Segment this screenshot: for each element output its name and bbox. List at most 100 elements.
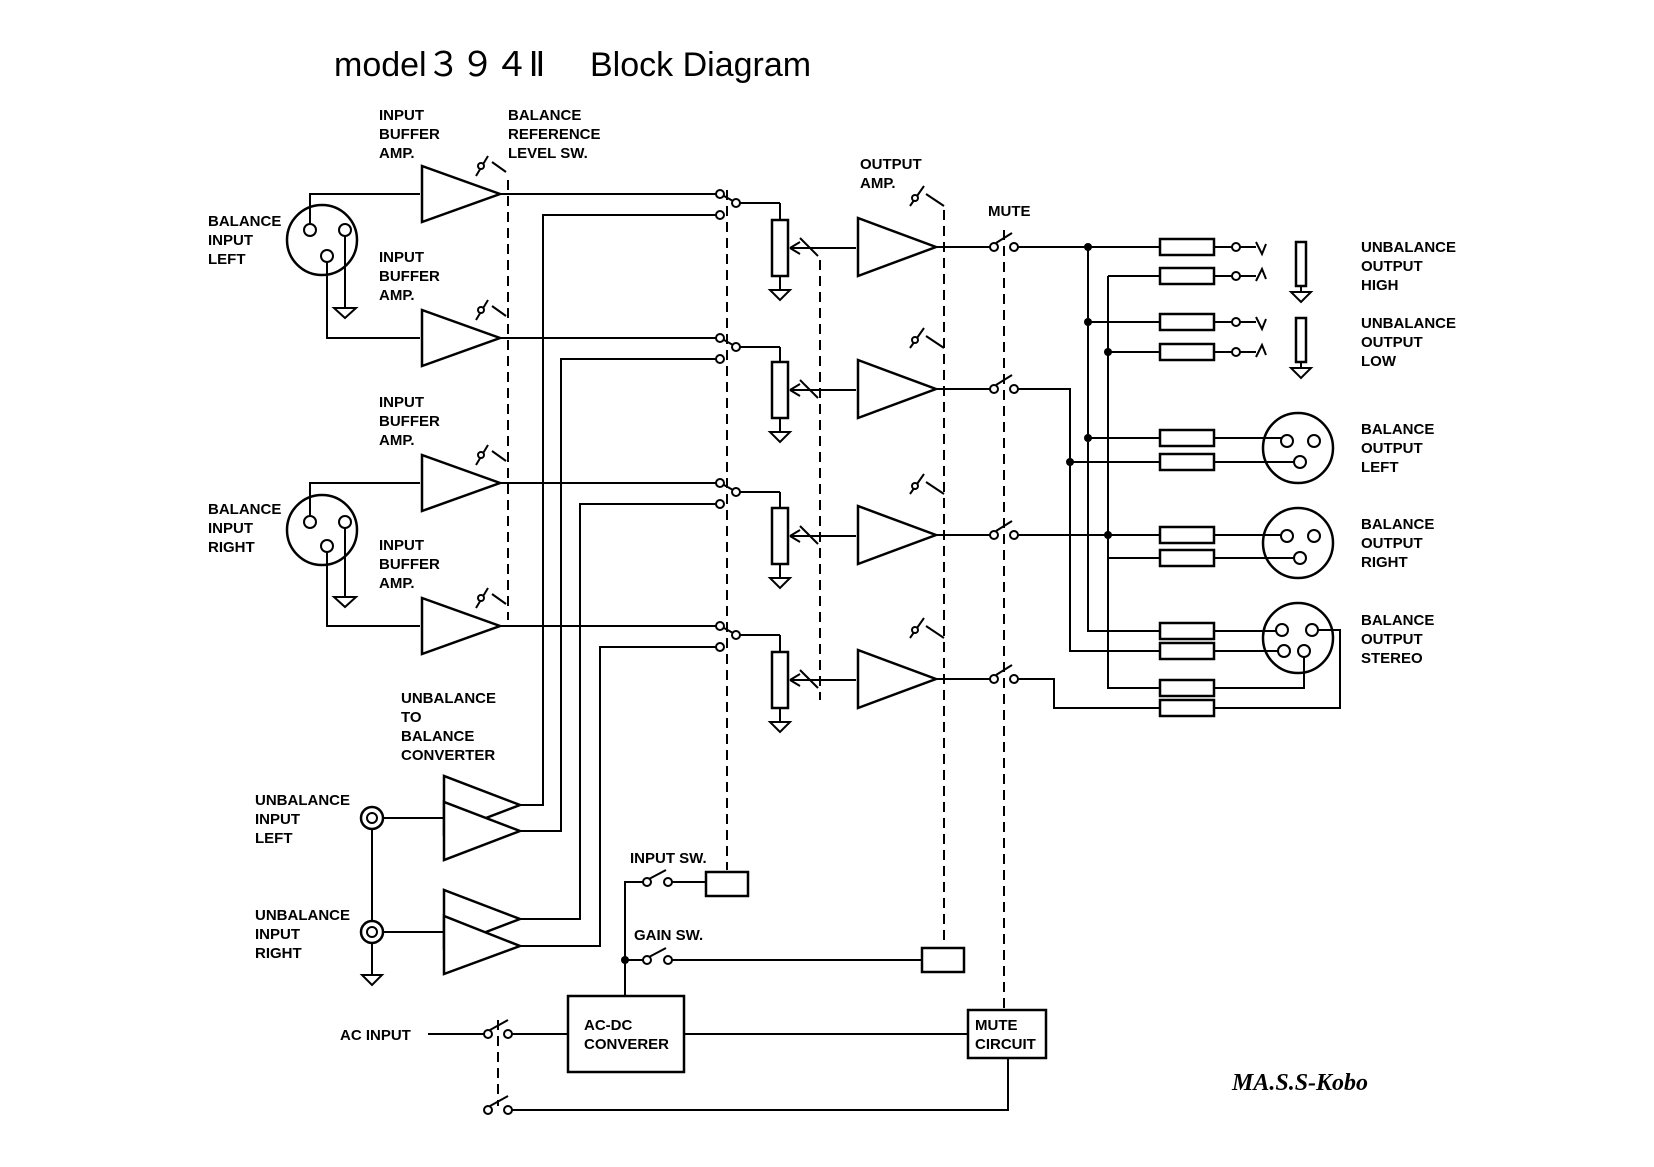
xlr-input-left-connector (285, 193, 420, 339)
svg-text:AMP.: AMP. (379, 145, 415, 162)
svg-text:CONVERTER: CONVERTER (401, 747, 495, 764)
svg-text:INPUT: INPUT (379, 249, 424, 266)
svg-text:MUTE: MUTE (975, 1017, 1018, 1034)
mute-circuit: MUTE CIRCUIT (966, 1008, 1048, 1060)
svg-text:AMP.: AMP. (379, 287, 415, 304)
svg-text:INPUT: INPUT (379, 537, 424, 554)
svg-text:AMP.: AMP. (379, 432, 415, 449)
svg-text:LEFT: LEFT (208, 251, 246, 268)
label-input-buffer-1: INPUT BUFFER AMP. (379, 107, 440, 162)
unbalance-output-high-jack (1214, 240, 1314, 304)
svg-text:AMP.: AMP. (379, 575, 415, 592)
label-gain-sw: GAIN SW. (634, 927, 703, 944)
label-unbalance-input-right: UNBALANCE INPUT RIGHT (255, 907, 350, 962)
unbalance-input-left-jack (359, 805, 444, 831)
output-amp-3 (856, 504, 940, 566)
svg-text:OUTPUT: OUTPUT (1361, 258, 1423, 275)
balance-reference-switches (475, 155, 507, 609)
svg-text:REFERENCE: REFERENCE (508, 126, 601, 143)
label-balance-input-left: BALANCE INPUT LEFT (208, 213, 281, 268)
svg-text:BALANCE: BALANCE (1361, 421, 1434, 438)
svg-text:OUTPUT: OUTPUT (860, 156, 922, 173)
xlr-output-stereo-connector (1214, 601, 1341, 709)
xlr-input-right-connector (285, 482, 420, 627)
svg-text:UNBALANCE: UNBALANCE (1361, 315, 1456, 332)
svg-text:BALANCE: BALANCE (401, 728, 474, 745)
ac-dc-converter: AC-DC CONVERER (566, 994, 686, 1074)
svg-text:BALANCE: BALANCE (508, 107, 581, 124)
svg-text:RIGHT: RIGHT (208, 539, 255, 556)
unbalance-to-balance-converter-right (442, 888, 524, 976)
svg-text:BUFFER: BUFFER (379, 413, 440, 430)
svg-text:HIGH: HIGH (1361, 277, 1399, 294)
label-unbalance-to-balance-converter: UNBALANCE TO BALANCE CONVERTER (401, 690, 496, 764)
svg-text:INPUT: INPUT (208, 232, 253, 249)
svg-text:LEFT: LEFT (255, 830, 293, 847)
svg-text:TO: TO (401, 709, 422, 726)
svg-text:OUTPUT: OUTPUT (1361, 440, 1423, 457)
output-amp-2 (856, 358, 940, 420)
svg-text:OUTPUT: OUTPUT (1361, 631, 1423, 648)
label-unbalance-output-high: UNBALANCE OUTPUT HIGH (1361, 239, 1456, 294)
svg-text:INPUT: INPUT (255, 926, 300, 943)
output-buses (1018, 243, 1160, 709)
label-unbalance-input-left: UNBALANCE INPUT LEFT (255, 792, 350, 847)
svg-text:OUTPUT: OUTPUT (1361, 334, 1423, 351)
label-balance-output-stereo: BALANCE OUTPUT STEREO (1361, 612, 1434, 667)
svg-text:UNBALANCE: UNBALANCE (401, 690, 496, 707)
svg-text:BALANCE: BALANCE (208, 213, 281, 230)
svg-text:BALANCE: BALANCE (1361, 516, 1434, 533)
label-balance-output-left: BALANCE OUTPUT LEFT (1361, 421, 1434, 476)
svg-text:AC-DC: AC-DC (584, 1017, 632, 1034)
unbalance-to-balance-converter-left (442, 774, 524, 862)
output-amp-1 (856, 216, 940, 278)
gain-sw-relay (920, 946, 966, 974)
svg-text:UNBALANCE: UNBALANCE (255, 792, 350, 809)
input-buffer-amp-4 (420, 596, 504, 656)
svg-text:BUFFER: BUFFER (379, 268, 440, 285)
svg-text:OUTPUT: OUTPUT (1361, 535, 1423, 552)
svg-text:UNBALANCE: UNBALANCE (1361, 239, 1456, 256)
ac-input (428, 1019, 1009, 1115)
svg-text:STEREO: STEREO (1361, 650, 1423, 667)
unbalance-input-right-jack (359, 919, 444, 945)
svg-text:LEVEL SW.: LEVEL SW. (508, 145, 588, 162)
label-ac-input: AC INPUT (340, 1027, 411, 1044)
unbalance-output-low-jack (1214, 316, 1314, 380)
svg-text:RIGHT: RIGHT (1361, 554, 1408, 571)
svg-text:CONVERER: CONVERER (584, 1036, 669, 1053)
svg-text:BUFFER: BUFFER (379, 556, 440, 573)
svg-text:INPUT: INPUT (208, 520, 253, 537)
input-sw-relay (704, 870, 750, 898)
xlr-output-left-connector (1214, 411, 1335, 485)
svg-text:AMP.: AMP. (860, 175, 896, 192)
signature: MA.S.S-Kobo (1231, 1070, 1368, 1096)
label-input-buffer-4: INPUT BUFFER AMP. (379, 537, 440, 592)
svg-text:LEFT: LEFT (1361, 459, 1399, 476)
input-sw (624, 869, 750, 1000)
svg-text:RIGHT: RIGHT (255, 945, 302, 962)
converter-routing (520, 214, 716, 947)
input-buffer-amp-3 (420, 453, 504, 513)
output-gain-switches (909, 185, 945, 639)
svg-text:BALANCE: BALANCE (208, 501, 281, 518)
label-unbalance-output-low: UNBALANCE OUTPUT LOW (1361, 315, 1456, 370)
output-resistors (1158, 237, 1216, 718)
label-input-buffer-3: INPUT BUFFER AMP. (379, 394, 440, 449)
volume-pots (767, 203, 856, 734)
output-amp-4 (856, 648, 940, 710)
svg-text:INPUT: INPUT (255, 811, 300, 828)
gain-sw (621, 946, 966, 974)
input-selector-switches (715, 189, 780, 652)
label-output-amp: OUTPUT AMP. (860, 156, 922, 192)
input-buffer-amp-2 (420, 308, 504, 368)
label-balance-input-right: BALANCE INPUT RIGHT (208, 501, 281, 556)
svg-text:BUFFER: BUFFER (379, 126, 440, 143)
svg-text:UNBALANCE: UNBALANCE (255, 907, 350, 924)
label-input-buffer-2: INPUT BUFFER AMP. (379, 249, 440, 304)
svg-text:BALANCE: BALANCE (1361, 612, 1434, 629)
svg-text:LOW: LOW (1361, 353, 1397, 370)
label-balance-reference: BALANCE REFERENCE LEVEL SW. (508, 107, 601, 162)
xlr-output-right-connector (1214, 506, 1335, 580)
